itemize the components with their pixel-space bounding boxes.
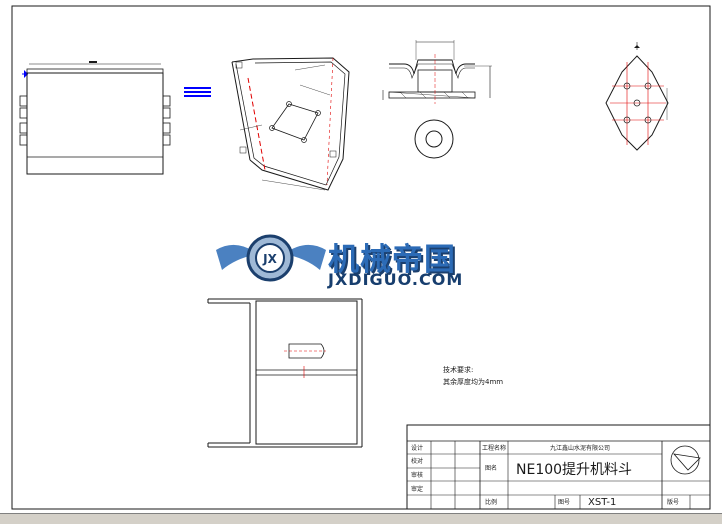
tb-company: 九江鑫山水泥有限公司	[550, 445, 611, 452]
tb-label-approve: 审定	[411, 486, 424, 493]
tb-drawing-name: NE100提升机料斗	[516, 462, 633, 478]
title-block	[406, 424, 711, 510]
tb-label-design: 设计	[411, 445, 424, 452]
tb-label-project: 工程名称	[482, 445, 507, 452]
hopper-side-view	[231, 57, 350, 191]
hopper-plan-view	[207, 298, 363, 448]
washer-top-view	[414, 119, 454, 159]
technical-notes-heading: 技术要求:	[443, 366, 474, 374]
tb-label-version: 版号	[667, 499, 680, 506]
section-marker	[184, 87, 211, 97]
technical-notes-line: 其余厚度均为4mm	[443, 378, 504, 386]
stiffener-detail	[382, 40, 492, 104]
watermark-logo-text: JX	[262, 252, 277, 266]
hexagonal-plate	[605, 42, 669, 151]
watermark-logo: JX	[216, 234, 326, 282]
tb-drawing-number: XST-1	[588, 497, 617, 508]
hopper-front-view	[19, 61, 171, 175]
watermark-title: 机械帝国	[328, 242, 456, 278]
tb-label-scale: 比例	[485, 499, 498, 506]
tb-label-drawing-no: 图号	[558, 499, 571, 506]
viewer-status-bar	[0, 513, 722, 524]
tb-label-name: 图名	[485, 465, 498, 472]
tb-label-review: 审核	[411, 472, 424, 479]
tb-label-check: 校对	[411, 458, 424, 465]
watermark-subtitle: JXDIGUO.COM	[328, 270, 464, 289]
